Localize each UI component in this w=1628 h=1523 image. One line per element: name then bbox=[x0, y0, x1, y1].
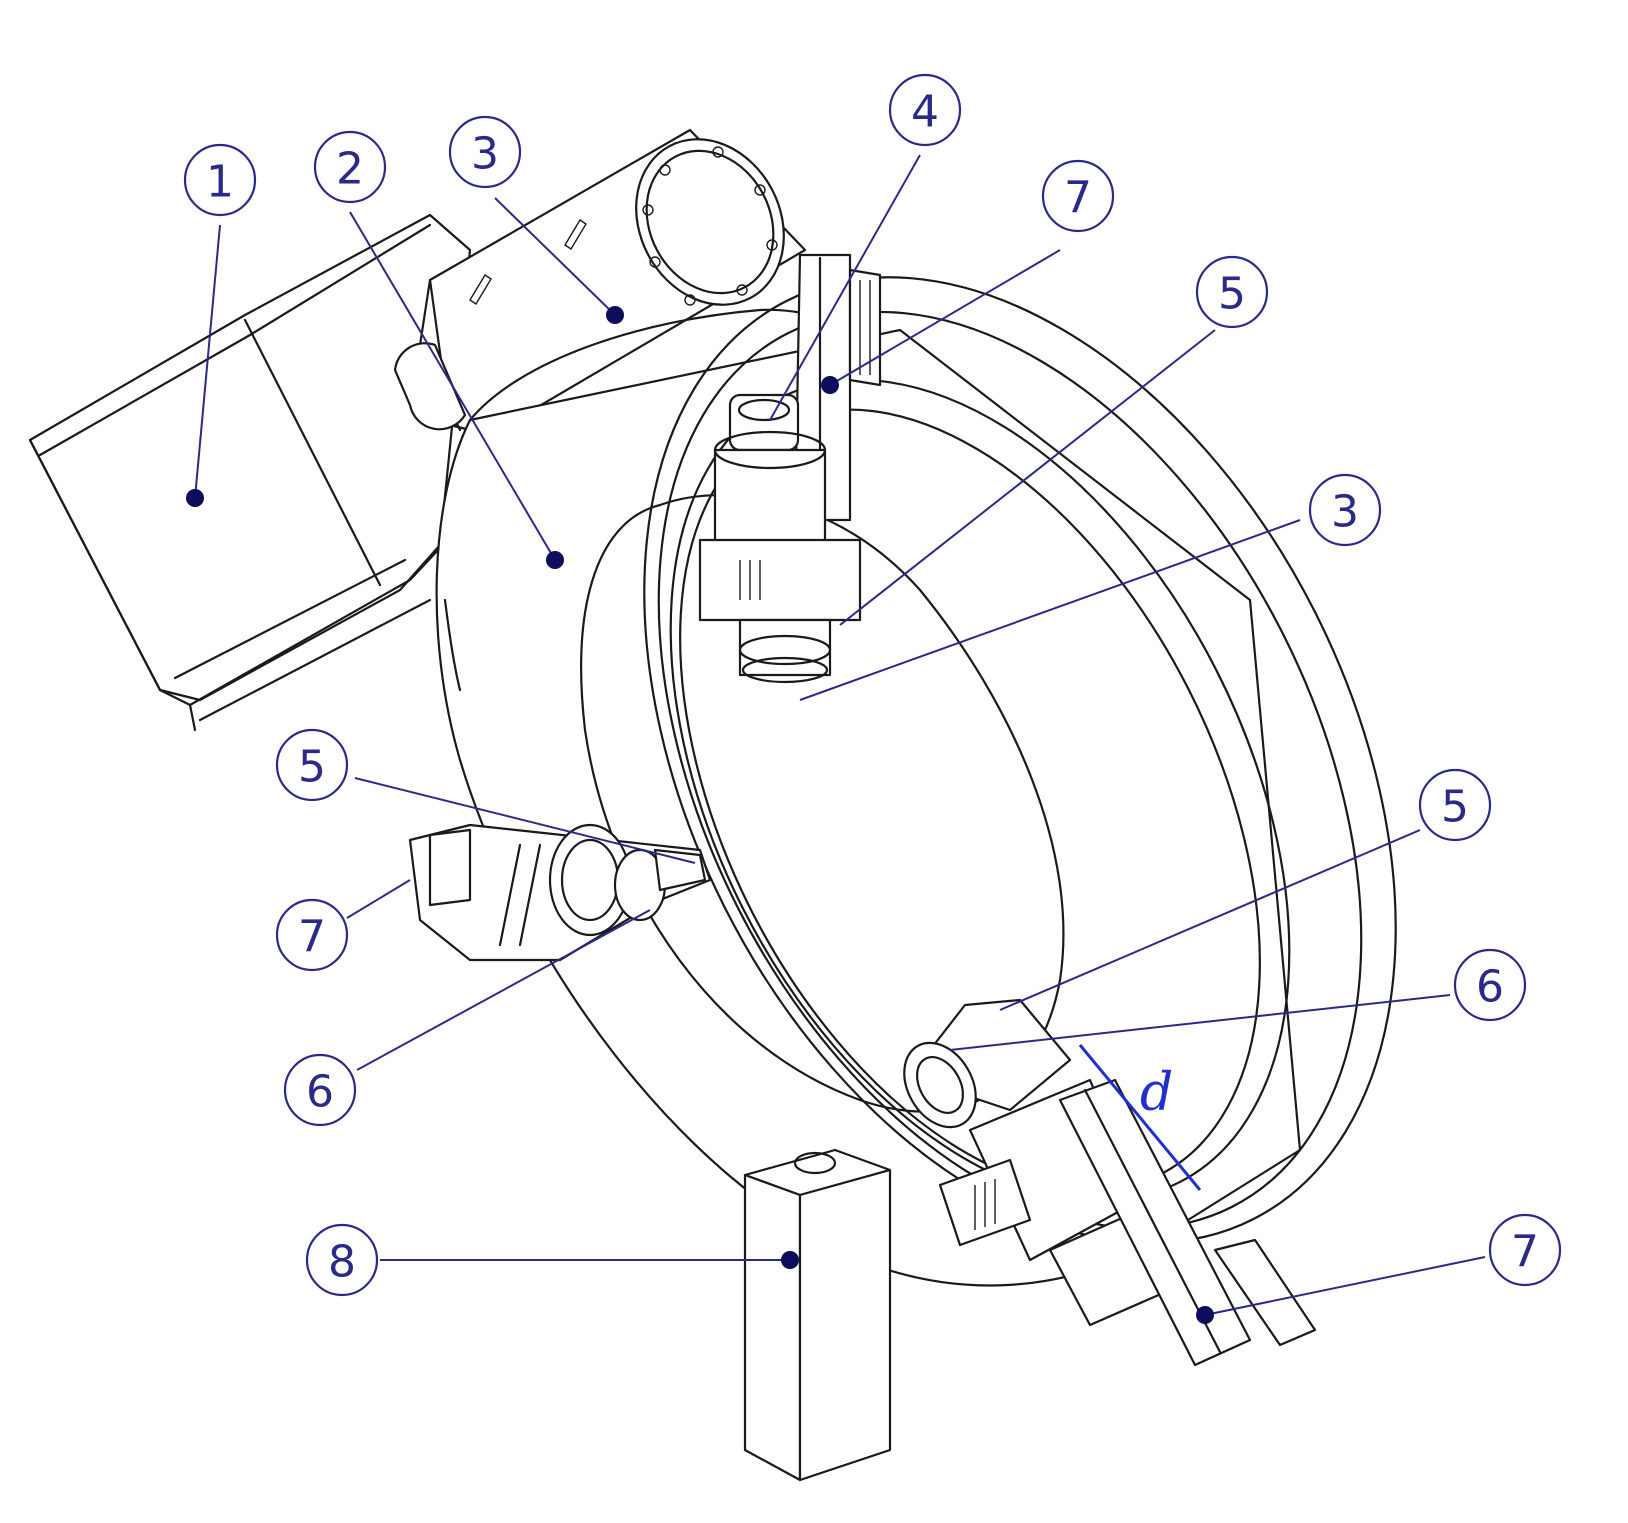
svg-text:1: 1 bbox=[206, 157, 234, 208]
svg-text:8: 8 bbox=[328, 1237, 356, 1288]
leader-lines bbox=[194, 154, 1486, 1316]
callout-5-upper: 5 bbox=[1195, 255, 1269, 329]
svg-text:4: 4 bbox=[911, 87, 939, 138]
target-dot-7-lower bbox=[1196, 1306, 1214, 1324]
callout-4: 4 bbox=[888, 73, 962, 147]
target-dot-2 bbox=[546, 551, 564, 569]
part-2-disc bbox=[435, 308, 1302, 1287]
dimension-d: d bbox=[1078, 1044, 1202, 1191]
callout-7-lower: 7 bbox=[1488, 1213, 1562, 1287]
flange-bolts bbox=[642, 146, 778, 306]
target-dot-1 bbox=[186, 489, 204, 507]
svg-text:3: 3 bbox=[1331, 487, 1359, 538]
left-side-unit bbox=[408, 823, 712, 962]
svg-text:6: 6 bbox=[1476, 962, 1504, 1013]
target-dot-3 bbox=[606, 306, 624, 324]
callout-3-upper: 3 bbox=[448, 115, 522, 189]
part-1-housing bbox=[28, 213, 472, 732]
part-7-lower-slide bbox=[1058, 1078, 1317, 1367]
callout-1: 1 bbox=[183, 143, 257, 217]
target-dot-7-upper bbox=[821, 376, 839, 394]
part-8-support-post bbox=[743, 1148, 892, 1482]
svg-text:2: 2 bbox=[336, 144, 364, 195]
callout-2: 2 bbox=[313, 130, 387, 204]
svg-text:6: 6 bbox=[306, 1067, 334, 1118]
callout-7-left: 7 bbox=[275, 898, 349, 972]
target-dot-8 bbox=[781, 1251, 799, 1269]
callout-8: 8 bbox=[305, 1223, 379, 1297]
svg-text:5: 5 bbox=[298, 742, 326, 793]
part-3-drive-box bbox=[393, 128, 807, 437]
callout-7-upper: 7 bbox=[1041, 159, 1115, 233]
svg-text:7: 7 bbox=[1064, 173, 1092, 224]
callout-6-left: 6 bbox=[283, 1053, 357, 1127]
svg-text:7: 7 bbox=[298, 912, 326, 963]
dimension-d-label: d bbox=[1140, 1063, 1173, 1123]
svg-text:5: 5 bbox=[1218, 269, 1246, 320]
part-4-top-unit bbox=[698, 393, 862, 684]
svg-text:5: 5 bbox=[1441, 782, 1469, 833]
callout-5-right: 5 bbox=[1418, 768, 1492, 842]
svg-text:7: 7 bbox=[1511, 1227, 1539, 1278]
target-dots bbox=[186, 306, 1214, 1324]
callout-5-left: 5 bbox=[275, 728, 349, 802]
svg-text:3: 3 bbox=[471, 129, 499, 180]
callout-3-lower: 3 bbox=[1308, 473, 1382, 547]
callout-6-right: 6 bbox=[1453, 948, 1527, 1022]
